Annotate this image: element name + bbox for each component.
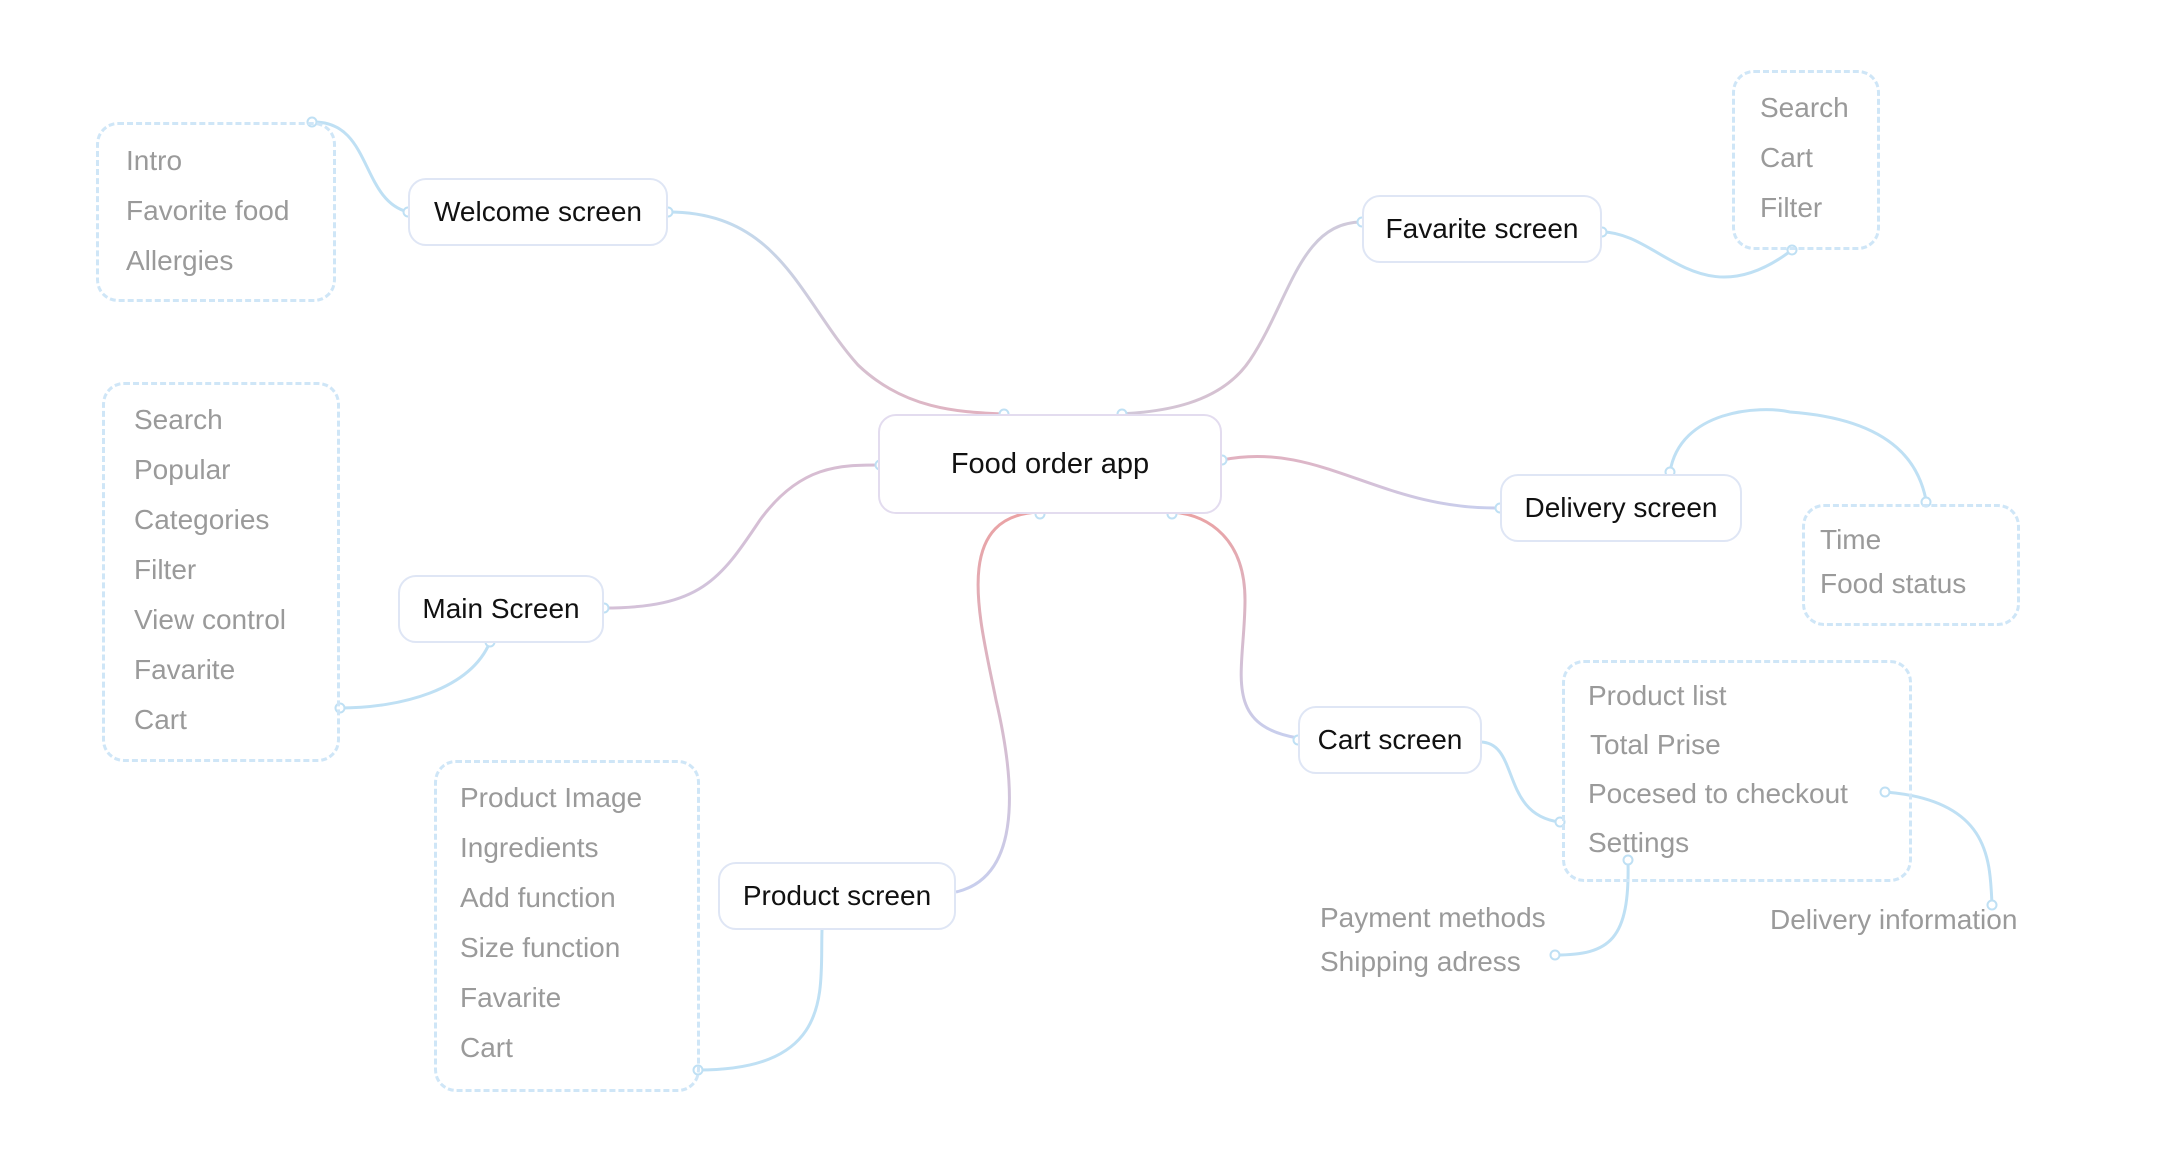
- main-item: Search: [134, 404, 223, 435]
- link-favorite-group: [1601, 230, 1793, 279]
- product-item: Favarite: [460, 982, 562, 1013]
- welcome-group: [96, 122, 336, 302]
- favorite-group: [1732, 70, 1880, 250]
- central-node-label: Food order app: [950, 447, 1150, 480]
- link-favorite: [1119, 220, 1363, 416]
- product-item: Ingredients: [460, 832, 599, 863]
- favorite-screen-node[interactable]: Favarite screen: [1362, 195, 1602, 263]
- link-cart: [1171, 510, 1299, 740]
- main-screen-node[interactable]: Main Screen: [398, 575, 604, 643]
- cart-item: Settings: [1588, 827, 1690, 858]
- link-settings-sub: [1554, 859, 1630, 957]
- main-item: View control: [134, 604, 287, 635]
- product-screen-label: Product screen: [742, 880, 932, 911]
- favorite-item: Cart: [1760, 142, 1813, 173]
- main-item: Popular: [134, 454, 231, 485]
- settings-subitem: Payment methods: [1320, 902, 1546, 933]
- link-product-group: [697, 929, 824, 1072]
- delivery-item: Time: [1820, 524, 1882, 555]
- welcome-item: Favorite food: [126, 195, 290, 226]
- product-item: Size function: [460, 932, 621, 963]
- favorite-item: Filter: [1760, 192, 1823, 223]
- link-delivery: [1221, 454, 1501, 510]
- cart-screen-node[interactable]: Cart screen: [1298, 706, 1482, 774]
- main-item: Favarite: [134, 654, 236, 685]
- checkout-subitem: Delivery information: [1770, 904, 2018, 935]
- link-main: [603, 463, 881, 610]
- product-group: [434, 760, 700, 1092]
- main-screen-label: Main Screen: [422, 593, 580, 624]
- delivery-group: [1802, 504, 2020, 626]
- cart-item: Product list: [1588, 680, 1727, 711]
- favorite-item: Search: [1760, 92, 1849, 123]
- central-node[interactable]: Food order app: [878, 414, 1222, 514]
- delivery-screen-label: Delivery screen: [1524, 492, 1718, 523]
- link-welcome: [667, 210, 1003, 416]
- product-screen-node[interactable]: Product screen: [718, 862, 956, 930]
- main-item: Filter: [134, 554, 197, 585]
- cart-group: [1562, 660, 1912, 882]
- main-item: Cart: [134, 704, 187, 735]
- cart-item: Pocesed to checkout: [1588, 778, 1848, 809]
- link-welcome-group: [311, 120, 409, 214]
- product-item: Add function: [460, 882, 616, 913]
- favorite-screen-label: Favarite screen: [1385, 213, 1579, 244]
- main-item: Categories: [134, 504, 270, 535]
- welcome-item: Intro: [126, 145, 183, 176]
- delivery-item: Food status: [1820, 568, 1967, 599]
- welcome-item: Allergies: [126, 245, 234, 276]
- link-checkout-sub: [1884, 790, 1994, 906]
- welcome-screen-node[interactable]: Welcome screen: [408, 178, 668, 246]
- settings-subitem: Shipping adress: [1320, 946, 1521, 977]
- link-product: [955, 510, 1041, 894]
- cart-screen-label: Cart screen: [1317, 724, 1463, 755]
- main-group: [102, 382, 340, 762]
- cart-item: Total Prise: [1590, 729, 1721, 760]
- link-delivery-group: [1668, 408, 1928, 501]
- link-cart-group: [1479, 740, 1561, 824]
- delivery-screen-node[interactable]: Delivery screen: [1500, 474, 1742, 542]
- product-item: Cart: [460, 1032, 513, 1063]
- welcome-screen-label: Welcome screen: [433, 196, 642, 227]
- link-main-group: [339, 641, 492, 710]
- product-item: Product Image: [460, 782, 643, 813]
